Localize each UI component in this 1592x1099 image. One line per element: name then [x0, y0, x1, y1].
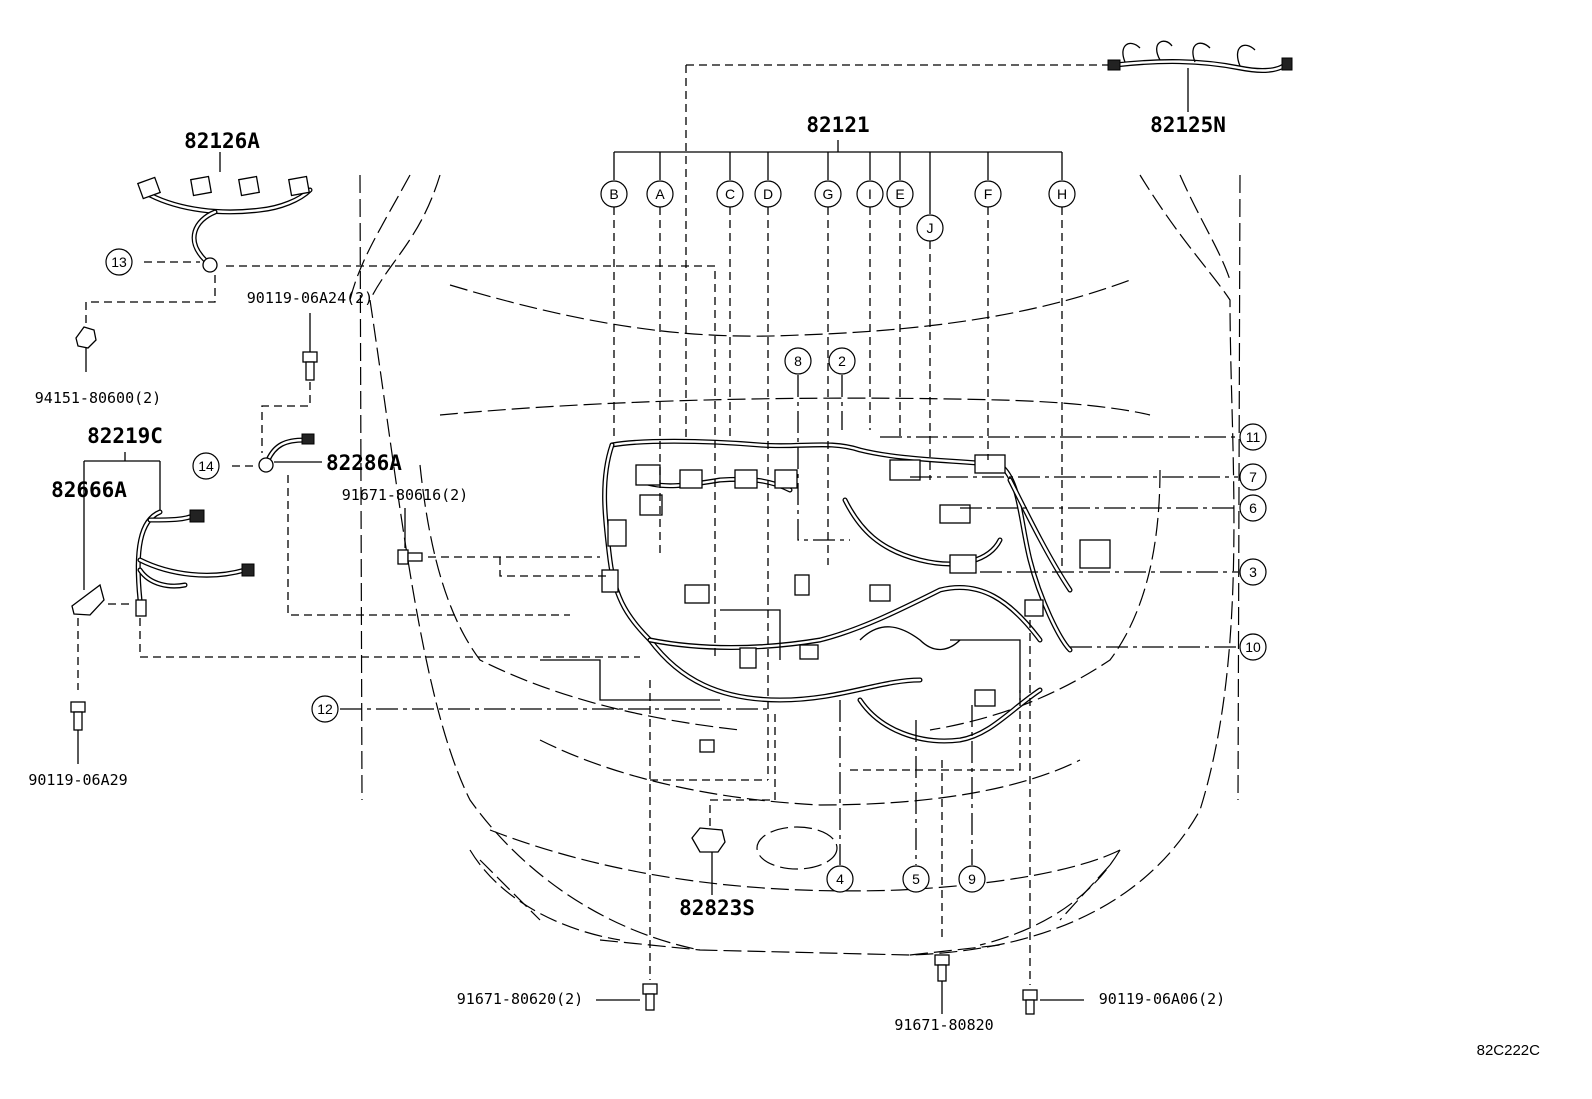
- vehicle-body-outline: [349, 174, 1241, 956]
- connector-marker-A: A: [646, 180, 674, 208]
- part-label-82126A: 82126A: [184, 129, 260, 153]
- callout-number-7: 7: [1249, 469, 1257, 485]
- bolt-91671-80616: [397, 508, 606, 577]
- connector-marker-D: D: [754, 180, 782, 208]
- part-label-82219C: 82219C: [87, 424, 163, 448]
- connector-marker-G: G: [814, 180, 842, 208]
- part-label-82286A: 82286A: [326, 451, 402, 475]
- fastener-label-90119-06A24: 90119-06A24(2): [247, 289, 373, 307]
- callout-number-5: 5: [912, 871, 920, 887]
- connector-marker-J: J: [916, 214, 944, 242]
- callout-number-4: 4: [836, 871, 844, 887]
- callout-14: 14: [192, 452, 220, 480]
- fastener-label-91671-80820: 91671-80820: [894, 1016, 993, 1034]
- connector-marker-C: C: [716, 180, 744, 208]
- callout-2: 2: [828, 347, 856, 375]
- connector-marker-F: F: [974, 180, 1002, 208]
- callout-3: 3: [1239, 558, 1267, 586]
- connector-marker-E: E: [886, 180, 914, 208]
- callout-number-6: 6: [1249, 500, 1257, 516]
- connector-marker-H: H: [1048, 180, 1076, 208]
- callout-6: 6: [1239, 494, 1267, 522]
- connector-letter-A: A: [655, 186, 665, 202]
- fastener-label-94151-80600: 94151-80600(2): [35, 389, 161, 407]
- callout-number-10: 10: [1245, 639, 1261, 655]
- connector-letter-H: H: [1057, 186, 1067, 202]
- bottom-fasteners: [596, 620, 1084, 1015]
- part-82126A-harness: [85, 175, 716, 660]
- fastener-label-91671-80620: 91671-80620(2): [457, 990, 583, 1008]
- part-82125N-harness: [1107, 40, 1293, 73]
- callout-number-2: 2: [838, 353, 846, 369]
- connector-letter-G: G: [823, 186, 834, 202]
- fastener-label-91671-80616: 91671-80616(2): [342, 486, 468, 504]
- connector-letter-B: B: [609, 186, 618, 202]
- connector-letter-E: E: [895, 186, 904, 202]
- numbered-callouts: 2 8 11 7 6 3 10 12: [105, 248, 1267, 893]
- part-82823S: [691, 710, 776, 895]
- part-label-82823S: 82823S: [679, 896, 755, 920]
- callout-11: 11: [1239, 423, 1267, 451]
- part-label-82125N: 82125N: [1150, 113, 1226, 137]
- callout-12: 12: [311, 695, 339, 723]
- harness-82121-leader-lines: [219, 64, 1189, 780]
- callout-number-12: 12: [317, 701, 333, 717]
- callout-leaders: [340, 375, 1238, 865]
- callout-8: 8: [784, 347, 812, 375]
- callout-7: 7: [1239, 463, 1267, 491]
- diagram-code: 82C222C: [1477, 1042, 1541, 1059]
- engine-bay-harness: [540, 438, 1111, 753]
- connector-letter-markers: B A C D G I E J: [600, 180, 1076, 242]
- callout-number-11: 11: [1246, 429, 1261, 445]
- callout-number-13: 13: [111, 254, 127, 270]
- connector-letter-D: D: [763, 186, 773, 202]
- callout-number-8: 8: [794, 353, 802, 369]
- fastener-labels: 90119-06A24(2) 94151-80600(2) 91671-8061…: [28, 289, 1225, 1034]
- callout-9: 9: [958, 865, 986, 893]
- nut-94151-80600: [75, 326, 97, 372]
- connector-letter-C: C: [725, 186, 735, 202]
- part-82219C-group: [70, 452, 640, 764]
- callout-10: 10: [1239, 633, 1267, 661]
- fastener-label-90119-06A06: 90119-06A06(2): [1099, 990, 1225, 1008]
- connector-letter-I: I: [868, 186, 872, 202]
- callout-4: 4: [826, 865, 854, 893]
- callout-5: 5: [902, 865, 930, 893]
- part-label-82666A: 82666A: [51, 478, 127, 502]
- callout-number-9: 9: [968, 871, 976, 887]
- connector-letter-J: J: [927, 220, 934, 236]
- fastener-label-90119-06A29: 90119-06A29: [28, 771, 127, 789]
- connector-letter-F: F: [984, 186, 993, 202]
- connector-marker-I: I: [856, 180, 884, 208]
- callout-number-3: 3: [1249, 564, 1257, 580]
- part-label-82121: 82121: [806, 113, 869, 137]
- part-82286A-group: [232, 313, 570, 616]
- part-number-labels: 82121 82125N 82126A 82219C 82666A 82286A…: [51, 113, 1226, 920]
- callout-13: 13: [105, 248, 133, 276]
- callout-number-14: 14: [198, 458, 214, 474]
- connector-marker-B: B: [600, 180, 628, 208]
